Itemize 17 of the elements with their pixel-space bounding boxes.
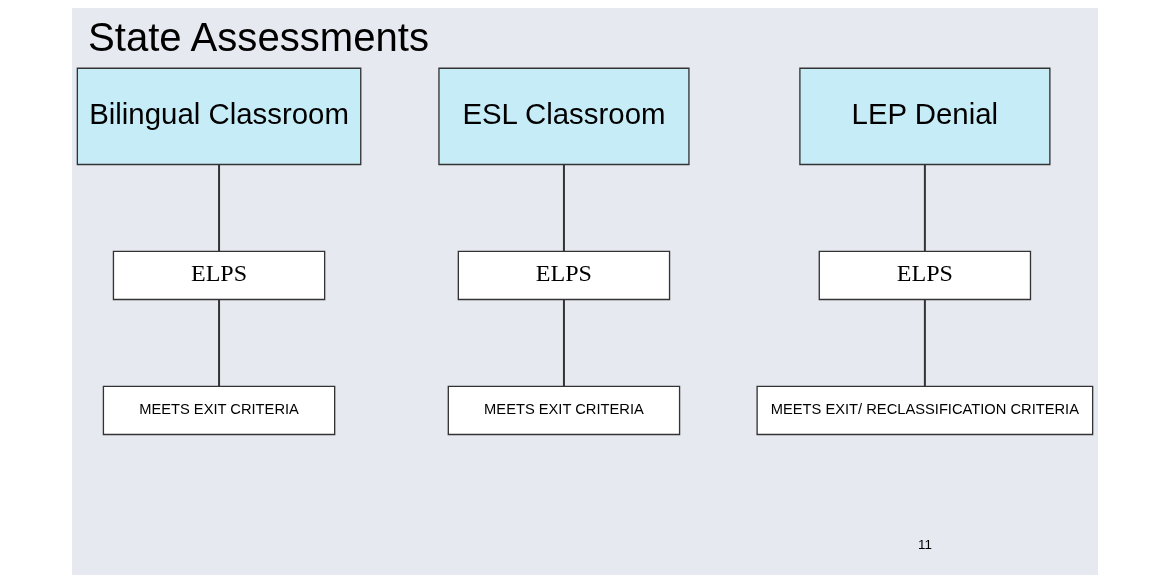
node-box: ELPS [818, 250, 1031, 301]
node-box: ESL Classroom [437, 67, 690, 166]
connector [217, 164, 220, 252]
node-box: Bilingual Classroom [76, 67, 361, 166]
node-box: MEETS EXIT CRITERIA [447, 385, 680, 436]
node-box: ELPS [112, 250, 325, 301]
node-box: MEETS EXIT/ RECLASSIFICATION CRITERIA [755, 385, 1093, 436]
connector [217, 299, 220, 387]
node-box: LEP Denial [798, 67, 1051, 166]
label: 11 [917, 536, 932, 552]
node-box: ELPS [457, 250, 670, 301]
node-box: MEETS EXIT CRITERIA [102, 385, 335, 436]
connector [923, 164, 926, 252]
connector [562, 164, 565, 252]
diagram-title: State Assessments [87, 14, 429, 59]
connector [923, 299, 926, 387]
connector [562, 299, 565, 387]
